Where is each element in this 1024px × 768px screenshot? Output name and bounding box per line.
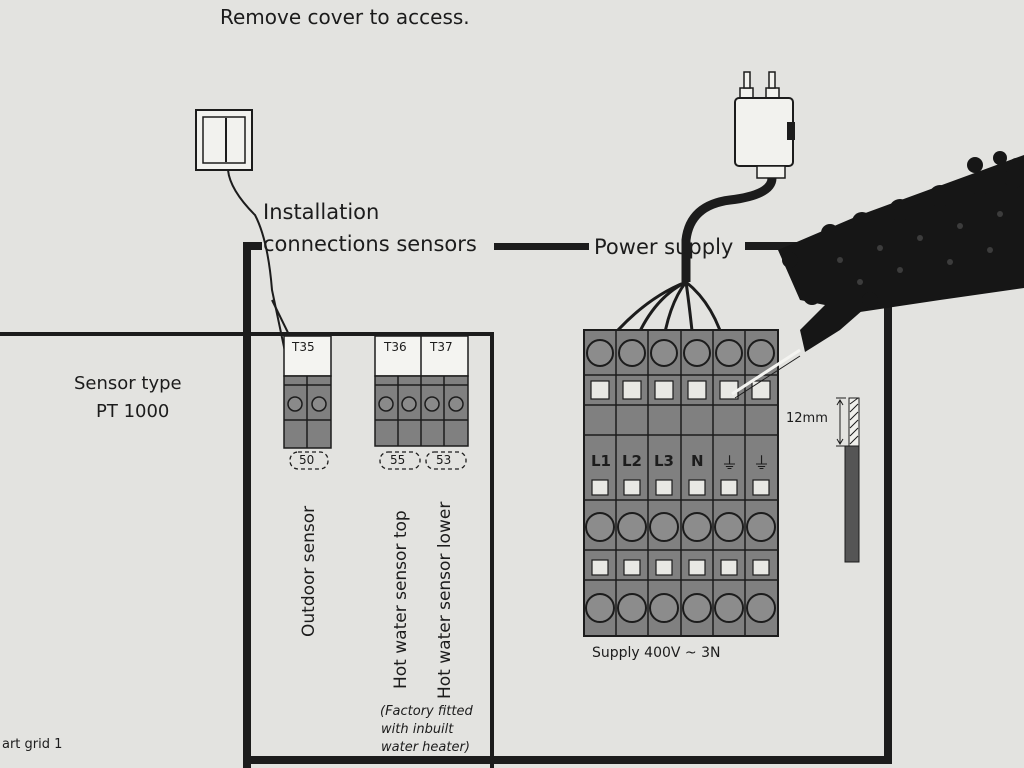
sensor-code-50: 50 <box>299 453 315 467</box>
power-terminal-l3: L3 <box>654 452 674 470</box>
installation-label-line2: connections sensors <box>263 232 477 256</box>
foam-texture <box>837 211 1003 285</box>
earth-ground-icon-2: ⏚ <box>753 454 770 474</box>
power-terminal-n: N <box>691 452 704 470</box>
pointer-line-edge <box>734 355 801 399</box>
hot-water-sensor-top-label: Hot water sensor top <box>391 510 411 689</box>
wall-switch-icon <box>195 109 253 171</box>
power-cable <box>681 177 777 282</box>
strip-length-indicator <box>836 397 860 563</box>
power-terminal-l1: L1 <box>591 452 611 470</box>
pointer-line <box>731 348 801 396</box>
factory-note-line2: with inbuilt <box>381 722 454 737</box>
enclosure-right-edge <box>247 242 892 764</box>
outdoor-sensor-label: Outdoor sensor <box>299 505 319 637</box>
terminal-label-t35: T35 <box>292 340 315 354</box>
header-instruction: Remove cover to access. <box>220 5 470 29</box>
power-supply-label: Power supply <box>594 235 734 259</box>
hot-water-sensor-lower-label: Hot water sensor lower <box>435 501 455 699</box>
foam-debris <box>778 151 1024 352</box>
left-box-outline <box>0 332 494 768</box>
switch-cable <box>227 169 293 386</box>
installation-label-line1: Installation <box>263 200 380 224</box>
sensor-code-53: 53 <box>436 453 452 467</box>
sensor-terminal-block-t35 <box>283 335 332 449</box>
terminal-label-t36: T36 <box>384 340 407 354</box>
power-terminal-l2: L2 <box>622 452 642 470</box>
strip-length-label: 12mm <box>786 411 828 426</box>
power-terminal-block <box>583 329 779 637</box>
factory-note-line3: water heater) <box>381 740 470 755</box>
supply-rating-label: Supply 400V ~ 3N <box>592 645 721 661</box>
footer-label: art grid 1 <box>2 737 63 752</box>
isolator-switch-icon <box>734 71 795 179</box>
connector-bar <box>494 243 589 250</box>
terminal-label-t37: T37 <box>430 340 453 354</box>
sensor-type-line2: PT 1000 <box>96 401 170 422</box>
earth-ground-icon: ⏚ <box>721 454 738 474</box>
sensor-code-55: 55 <box>390 453 406 467</box>
enclosure-outline <box>243 242 262 768</box>
sensor-code-outlines <box>289 451 467 470</box>
factory-note-line1: (Factory fitted <box>380 704 473 719</box>
sensor-terminal-block-t36-t37 <box>374 335 469 447</box>
sensor-type-line1: Sensor type <box>74 373 182 394</box>
